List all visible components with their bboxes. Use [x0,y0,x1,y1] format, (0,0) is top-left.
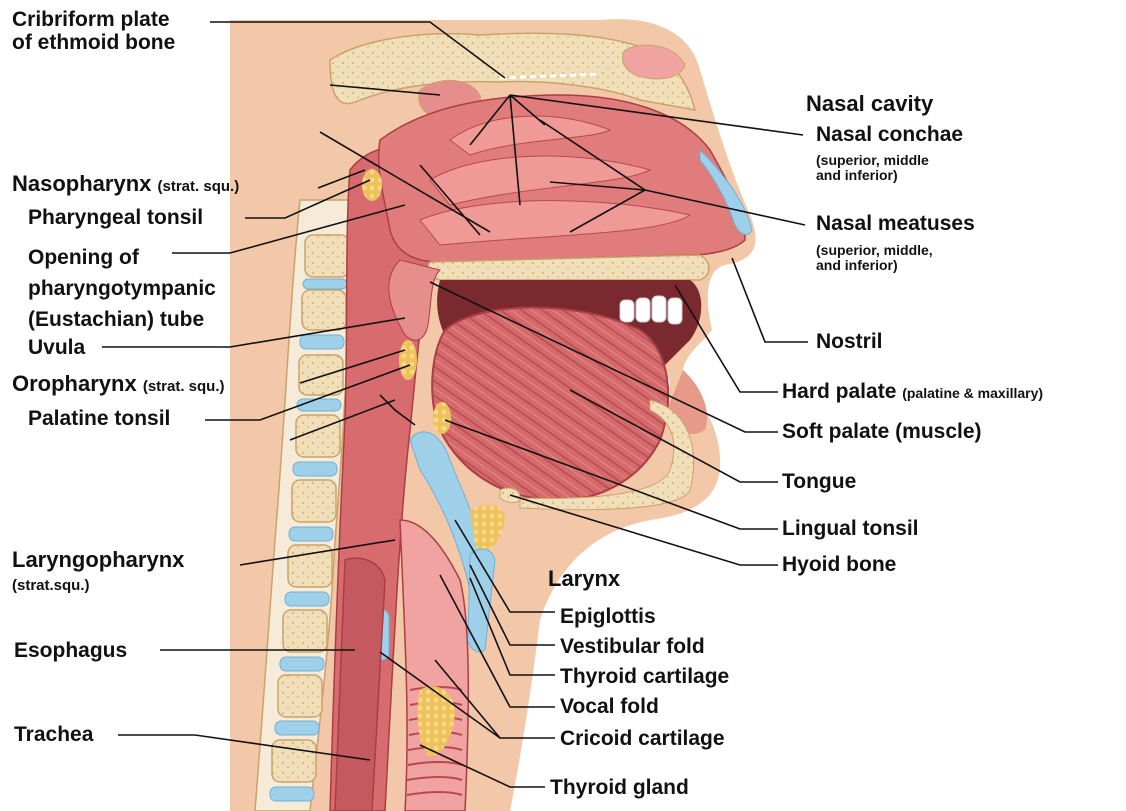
label-lingual-tonsil: Lingual tonsil [782,518,919,541]
label-trachea: Trachea [14,724,93,747]
label-thyroid-gland: Thyroid gland [550,777,689,800]
label-hard-palate: Hard palate (palatine & maxillary) [782,381,1043,404]
label-nasopharynx-text: Nasopharynx [12,171,151,196]
label-larynx: Larynx [548,567,620,591]
label-cricoid-cartilage: Cricoid cartilage [560,728,725,751]
label-oropharynx-text: Oropharynx [12,371,137,396]
label-vestibular-fold: Vestibular fold [560,636,705,659]
label-pharyngeal-tonsil: Pharyngeal tonsil [28,207,203,230]
label-esophagus: Esophagus [14,640,127,663]
label-hyoid-bone: Hyoid bone [782,554,896,577]
label-oropharynx-note: (strat. squ.) [143,378,225,395]
label-thyroid-cartilage: Thyroid cartilage [560,666,729,689]
palatine-tonsil-shape [399,340,417,380]
label-cribriform-plate: Cribriform plate of ethmoid bone [12,9,175,54]
label-soft-palate: Soft palate (muscle) [782,421,982,444]
label-laryngopharynx-note: (strat.squ.) [12,578,90,594]
label-nasopharynx-note: (strat. squ.) [158,178,240,195]
label-uvula: Uvula [28,337,85,360]
label-laryngopharynx: Laryngopharynx [12,548,184,572]
label-epiglottis: Epiglottis [560,606,656,629]
label-oropharynx: Oropharynx (strat. squ.) [12,372,225,396]
label-nostril: Nostril [816,331,883,354]
label-palatine-tonsil: Palatine tonsil [28,408,170,431]
label-nasal-cavity: Nasal cavity [806,92,933,116]
label-nasopharynx: Nasopharynx (strat. squ.) [12,172,239,196]
label-nasal-meatuses: Nasal meatuses [816,213,975,236]
label-nasal-conchae-note: (superior, middle and inferior) [816,153,929,183]
label-vocal-fold: Vocal fold [560,696,659,719]
label-tongue: Tongue [782,471,856,494]
label-eustachian-tube: Opening of pharyngotympanic (Eustachian)… [28,242,216,335]
pharyngeal-tonsil-shape [362,169,382,201]
label-nasal-conchae: Nasal conchae [816,124,963,147]
lingual-tonsil-shape [433,402,451,434]
label-hard-palate-note: (palatine & maxillary) [902,385,1043,401]
label-hard-palate-text: Hard palate [782,380,896,403]
label-nasal-meatuses-note: (superior, middle, and inferior) [816,243,933,273]
